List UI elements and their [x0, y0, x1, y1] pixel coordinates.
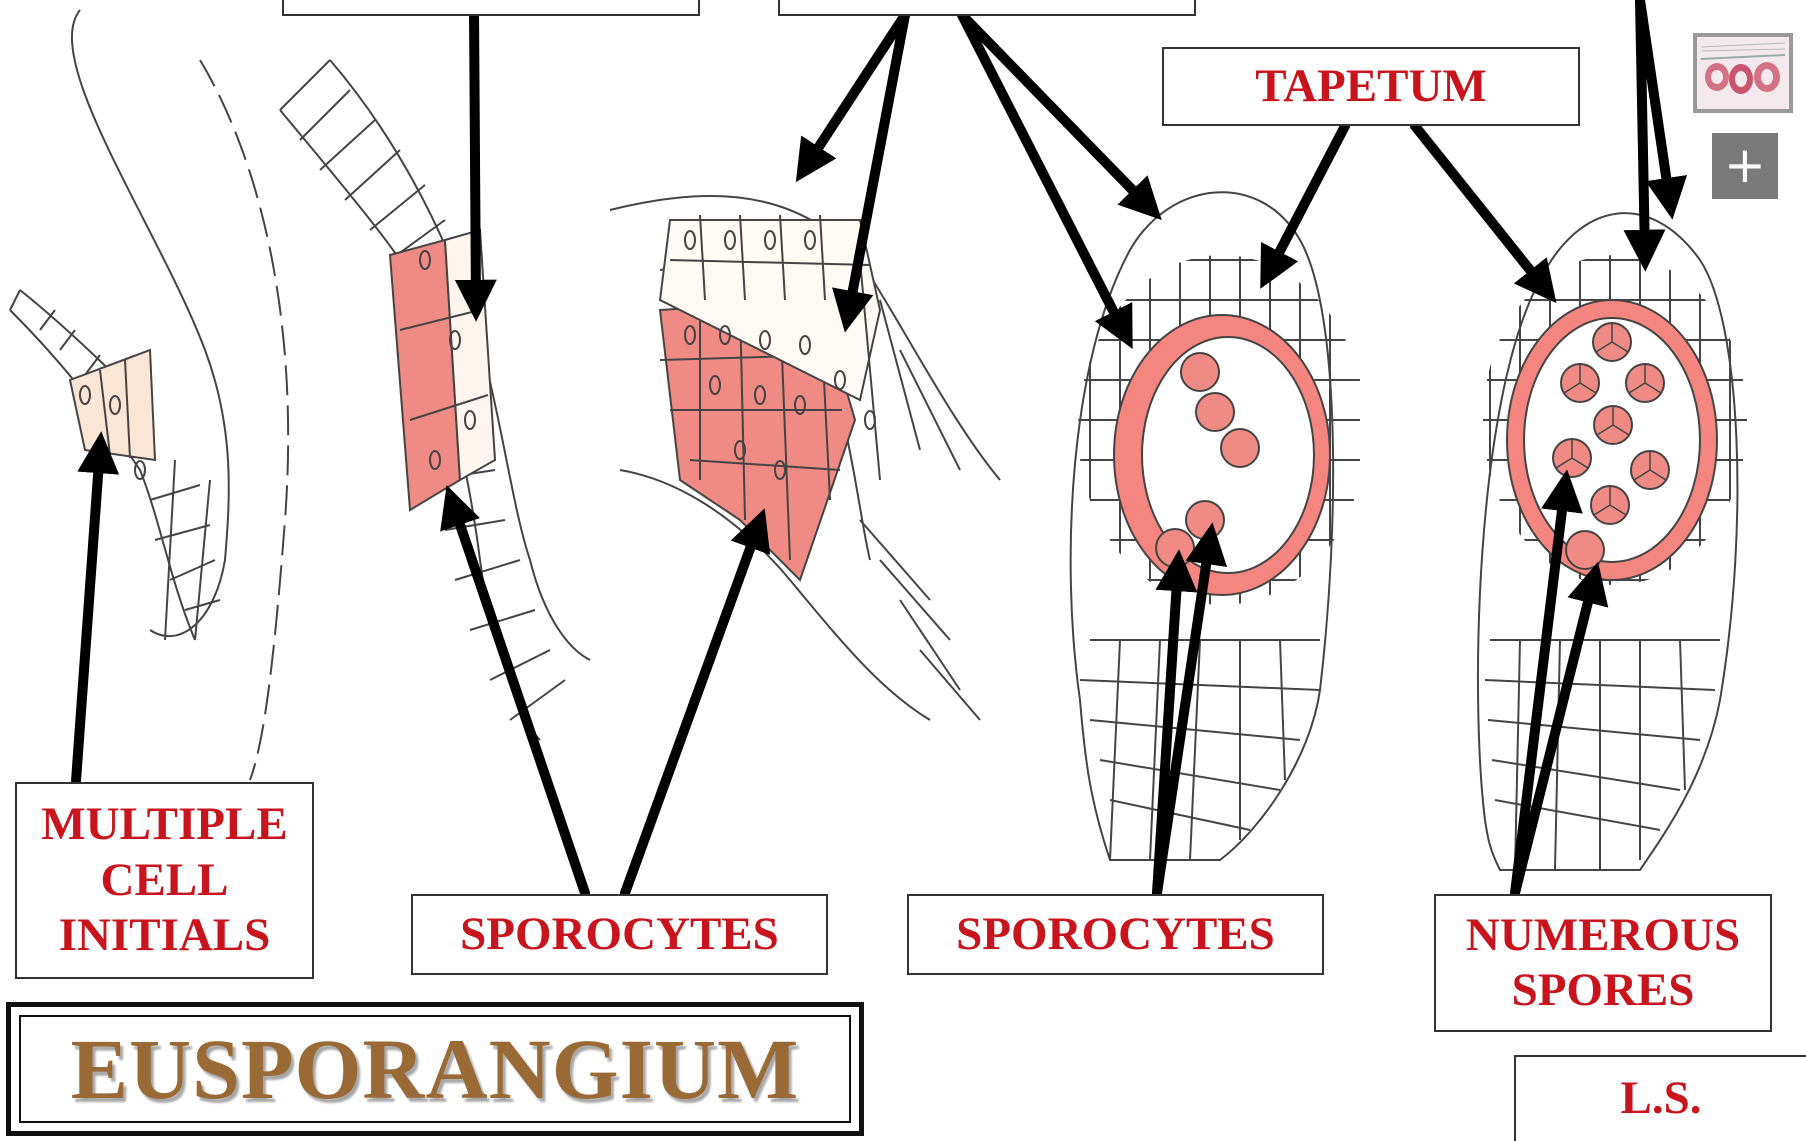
label-sporocytes-left: SPOROCYTES [411, 894, 828, 975]
stage-b [280, 60, 590, 740]
label-numerous-spores: NUMEROUS SPORES [1434, 894, 1772, 1032]
stage-initials [10, 10, 288, 780]
label-tapetum-text: TAPETUM [1255, 59, 1487, 114]
thumbnail-image [1697, 37, 1789, 109]
plus-icon[interactable]: + [1712, 133, 1778, 199]
label-sporocytes-right: SPOROCYTES [907, 894, 1324, 975]
pointer-arrows [76, 0, 1670, 893]
title-inner-frame: EUSPORANGIUM [19, 1015, 851, 1123]
label-box-top-left [283, 0, 699, 15]
stage-c [610, 196, 1000, 720]
label-line-1: MULTIPLE [41, 797, 287, 852]
page-title: EUSPORANGIUM [71, 1019, 800, 1119]
thumbnail-image-icon[interactable] [1693, 33, 1793, 113]
label-line-2: CELL [101, 853, 229, 908]
label-box-top-center [779, 0, 1195, 15]
zoom-button-label: + [1724, 136, 1766, 194]
label-multiple-cell-initials: MULTIPLE CELL INITIALS [15, 782, 314, 979]
label-sporocytes-right-text: SPOROCYTES [956, 907, 1275, 962]
label-line-2: SPORES [1512, 963, 1695, 1018]
label-ls-text: L.S. [1621, 1071, 1702, 1126]
stage-e [1460, 200, 1760, 870]
label-line-3: INITIALS [59, 908, 271, 963]
label-ls: L.S. [1514, 1055, 1806, 1141]
label-sporocytes-left-text: SPOROCYTES [460, 907, 779, 962]
label-line-1: NUMEROUS [1466, 908, 1740, 963]
label-tapetum: TAPETUM [1162, 47, 1580, 126]
title-box: EUSPORANGIUM [6, 1002, 864, 1136]
